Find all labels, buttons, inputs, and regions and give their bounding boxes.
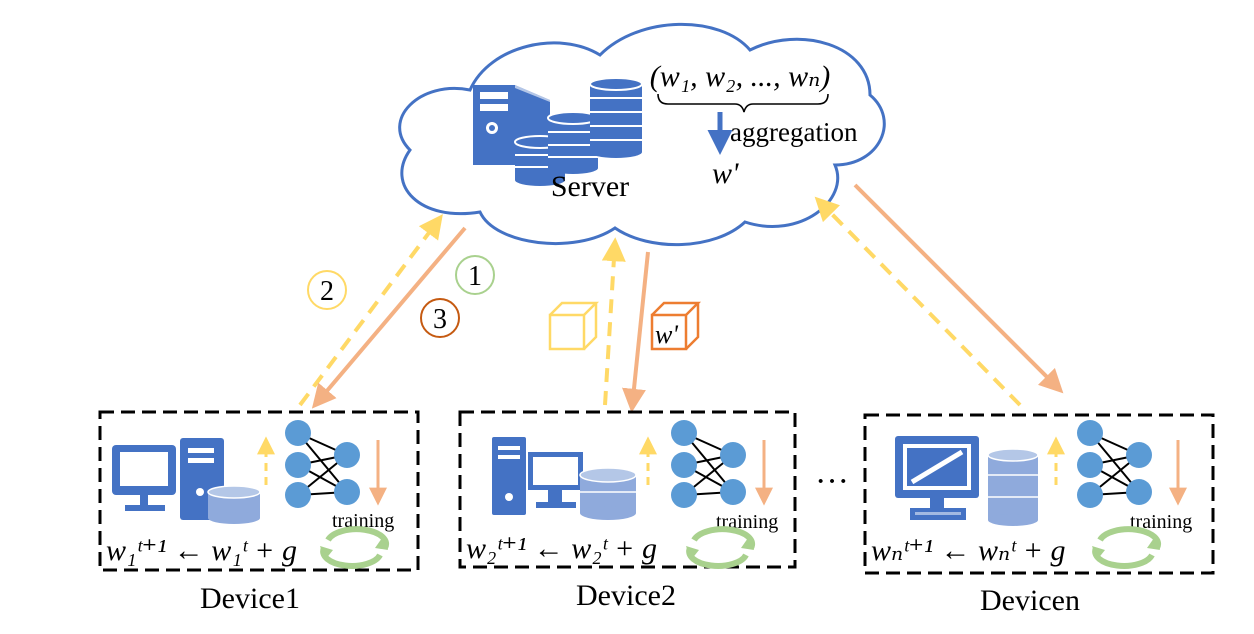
desktop-monitor-icon <box>112 445 176 511</box>
device2-update-formula: w₂ᵗ⁺¹ ← w₂ᵗ + g <box>466 532 657 565</box>
neural-network-icon <box>1077 420 1152 508</box>
database-stack-icon <box>514 77 643 186</box>
upload-arrow-device1 <box>298 214 443 407</box>
neural-network-icon <box>671 420 746 508</box>
database-icon <box>579 467 637 520</box>
server-cloud: Server (w₁, w₂, ..., wₙ) aggregation w' <box>398 22 886 247</box>
desktop-pc-icon <box>492 437 583 515</box>
step3-number: 3 <box>433 304 447 335</box>
step1-number: 1 <box>468 261 482 292</box>
device1-panel: training w₁ᵗ⁺¹ ← w₁ᵗ + g Device1 <box>98 410 420 615</box>
device1-training-label: training <box>332 510 394 532</box>
devicen-update-formula: wₙᵗ⁺¹ ← wₙᵗ + g <box>871 534 1066 567</box>
training-cycle-icon <box>686 526 756 569</box>
database-icon <box>207 485 261 524</box>
download-arrow-device1 <box>311 226 467 409</box>
step1-marker: 1 <box>455 255 495 295</box>
weights-tuple: (w₁, w₂, ..., wₙ) <box>650 60 831 93</box>
download-model-cube-icon: w' <box>650 301 702 351</box>
upload-arrow-devicen <box>814 196 1022 407</box>
communication-arrows <box>298 183 1064 413</box>
device1-box <box>98 410 420 572</box>
more-devices-ellipsis: ··· <box>815 463 849 500</box>
device2-box <box>458 410 797 569</box>
download-cube-label: w' <box>655 320 678 349</box>
training-cycle-icon <box>320 526 390 569</box>
device2-panel: training w₂ᵗ⁺¹ ← w₂ᵗ + g Device2 <box>458 410 797 612</box>
step2-marker: 2 <box>307 270 347 310</box>
step-markers: 1 2 3 <box>307 255 495 338</box>
database-icon <box>987 448 1039 526</box>
upload-arrow-device2 <box>601 237 626 406</box>
download-arrow-devicen <box>853 183 1064 394</box>
device1-update-formula: w₁ᵗ⁺¹ ← w₁ᵗ + g <box>106 534 297 567</box>
download-arrow-device2 <box>622 251 650 413</box>
step3-marker: 3 <box>420 298 460 338</box>
server-label: Server <box>551 170 629 203</box>
devicen-label: Devicen <box>980 584 1080 617</box>
laptop-monitor-icon <box>895 436 979 520</box>
device1-label: Device1 <box>200 582 300 615</box>
devicen-panel: training wₙᵗ⁺¹ ← wₙᵗ + g Devicen <box>863 413 1215 617</box>
training-cycle-icon <box>1092 526 1162 569</box>
upload-model-cube-icon <box>548 301 600 351</box>
neural-network-icon <box>285 420 360 508</box>
devicen-box <box>863 413 1215 575</box>
device2-label: Device2 <box>576 579 676 612</box>
step2-number: 2 <box>320 276 334 307</box>
underbrace <box>657 93 829 113</box>
aggregated-weight: w' <box>712 157 739 190</box>
aggregation-label: aggregation <box>730 117 858 147</box>
devicen-training-label: training <box>1130 511 1192 533</box>
